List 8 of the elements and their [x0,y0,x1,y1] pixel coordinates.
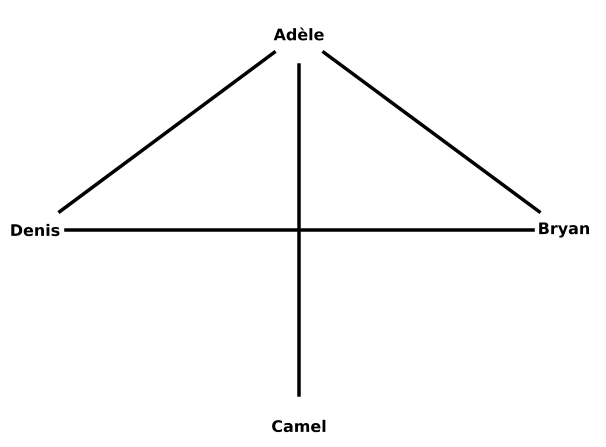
connector-line [64,228,535,232]
name-label: Bryan [539,222,589,238]
name-label: Denis [11,224,60,236]
connector-line [297,63,301,397]
name-label: Camel [272,420,326,432]
connector-line [321,50,542,214]
connector-line [57,50,277,214]
name-label: Adèle [274,28,324,40]
